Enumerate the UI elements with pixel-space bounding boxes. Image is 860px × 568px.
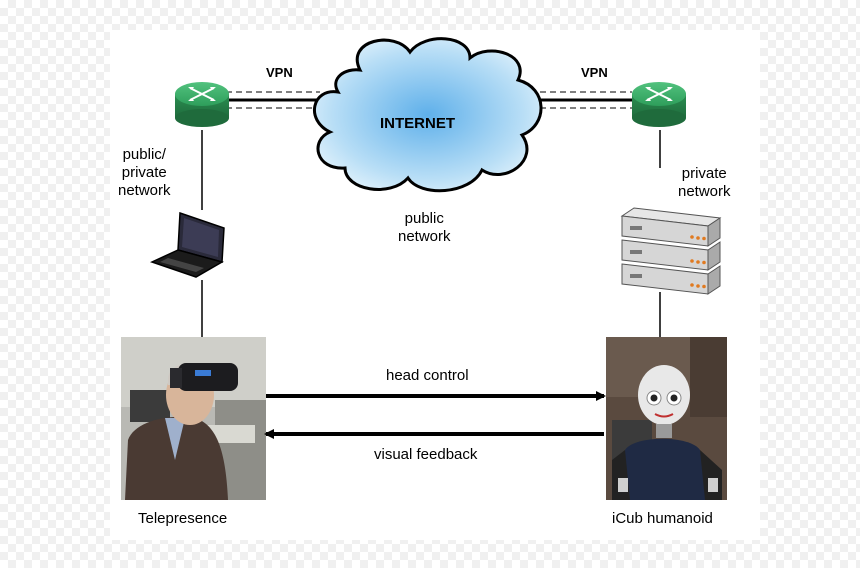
public-private-network-label: public/ private network — [118, 146, 171, 199]
vpn-label-right: VPN — [581, 65, 608, 80]
router-icon — [175, 82, 229, 127]
icub-photo — [606, 337, 727, 500]
head-control-label: head control — [386, 367, 469, 384]
router-icon — [632, 82, 686, 127]
private-network-label: private network — [678, 165, 731, 200]
vpn-link-right — [540, 91, 632, 109]
cloud-icon — [313, 37, 543, 193]
internet-label: INTERNET — [380, 115, 455, 132]
vpn-label-left: VPN — [266, 65, 293, 80]
cloud-network-label: public network — [398, 210, 451, 245]
visual-feedback-label: visual feedback — [374, 446, 478, 463]
vpn-link-left — [226, 91, 320, 109]
server-icon — [620, 207, 722, 295]
telepresence-label: Telepresence — [138, 510, 228, 527]
icub-label: iCub humanoid — [612, 510, 713, 527]
laptop-icon — [149, 211, 225, 278]
telepresence-photo — [121, 337, 266, 500]
